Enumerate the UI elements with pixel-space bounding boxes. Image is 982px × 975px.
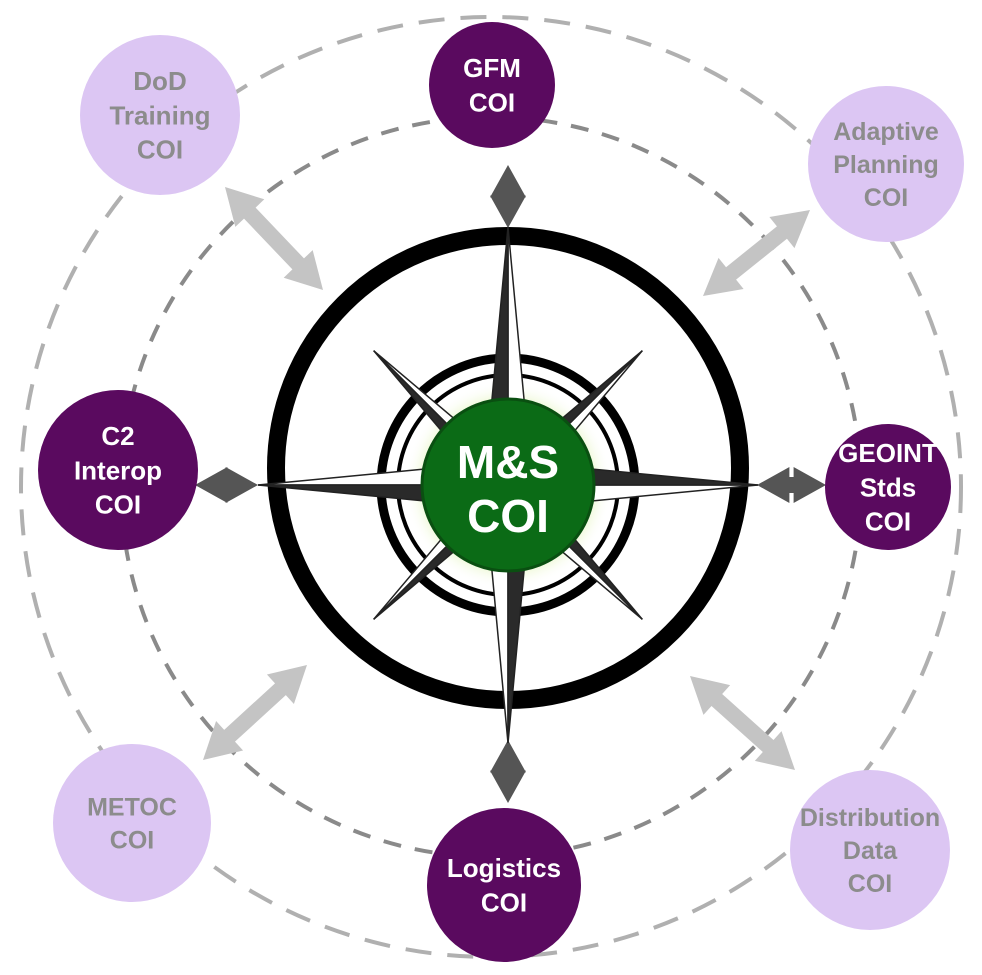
metoc-node-circle bbox=[53, 744, 211, 902]
geoint-stds-node-label-line3: COI bbox=[865, 507, 911, 537]
c2-interop-node-label-line1: C2 bbox=[101, 421, 134, 451]
logistics-node-label-line2: COI bbox=[481, 888, 527, 918]
center-node-label-line2: COI bbox=[467, 490, 549, 542]
logistics-node-label-line1: Logistics bbox=[447, 853, 561, 883]
adaptive-planning-node-circle bbox=[808, 86, 964, 242]
center-node: M&S COI bbox=[420, 397, 596, 573]
distribution-data-node-circle bbox=[790, 770, 950, 930]
distribution-data-node-label-line2: Data bbox=[843, 837, 898, 865]
distribution-data-node-label-line3: COI bbox=[848, 870, 892, 898]
dod-training-node-label-line3: COI bbox=[137, 135, 183, 165]
distribution-data-connector-arrow bbox=[690, 676, 795, 770]
gfm-node-circle bbox=[429, 22, 555, 148]
center-node-label-line1: M&S bbox=[457, 436, 559, 488]
gfm-connector-arrow bbox=[490, 165, 526, 228]
gfm-node-label-line1: GFM bbox=[463, 53, 521, 83]
c2-interop-node-label-line3: COI bbox=[95, 490, 141, 520]
geoint-stds-node-circle bbox=[825, 424, 951, 550]
c2-interop-node-circle bbox=[38, 390, 198, 550]
gfm-node-label-line2: COI bbox=[469, 88, 515, 118]
center-node-circle bbox=[420, 397, 596, 573]
logistics-connector-arrow bbox=[490, 740, 526, 803]
c2-interop-node-label-line2: Interop bbox=[74, 455, 162, 485]
adaptive-planning-node-label-line3: COI bbox=[864, 184, 908, 212]
adaptive-planning-connector-arrow bbox=[703, 210, 810, 296]
coi-nodes: GFMCOIAdaptivePlanningCOIGEOINTStdsCOIDi… bbox=[38, 22, 964, 962]
geoint-stds-node-label-line1: GEOINT bbox=[838, 438, 938, 468]
dod-training-connector-arrow bbox=[225, 187, 323, 290]
metoc-connector-arrow bbox=[203, 665, 307, 760]
dod-training-node-label-line1: DoD bbox=[133, 66, 186, 96]
dod-training-node-circle bbox=[80, 35, 240, 195]
geoint-stds-connector-arrow bbox=[757, 467, 826, 503]
geoint-stds-node-label-line2: Stds bbox=[860, 472, 916, 502]
metoc-node: METOC COI bbox=[53, 744, 211, 902]
gfm-node: GFM COI bbox=[429, 22, 555, 148]
logistics-node-circle bbox=[427, 808, 581, 962]
distribution-data-node-label-line1: Distribution bbox=[800, 804, 940, 832]
dod-training-node-label-line2: Training bbox=[109, 100, 210, 130]
adaptive-planning-node-label-line1: Adaptive bbox=[833, 118, 939, 146]
adaptive-planning-node-label-line2: Planning bbox=[833, 151, 939, 179]
c2-interop-connector-arrow bbox=[195, 467, 258, 503]
metoc-node-label-line2: COI bbox=[110, 827, 154, 855]
connector-arrows bbox=[195, 165, 826, 803]
metoc-node-label-line1: METOC bbox=[87, 794, 177, 822]
